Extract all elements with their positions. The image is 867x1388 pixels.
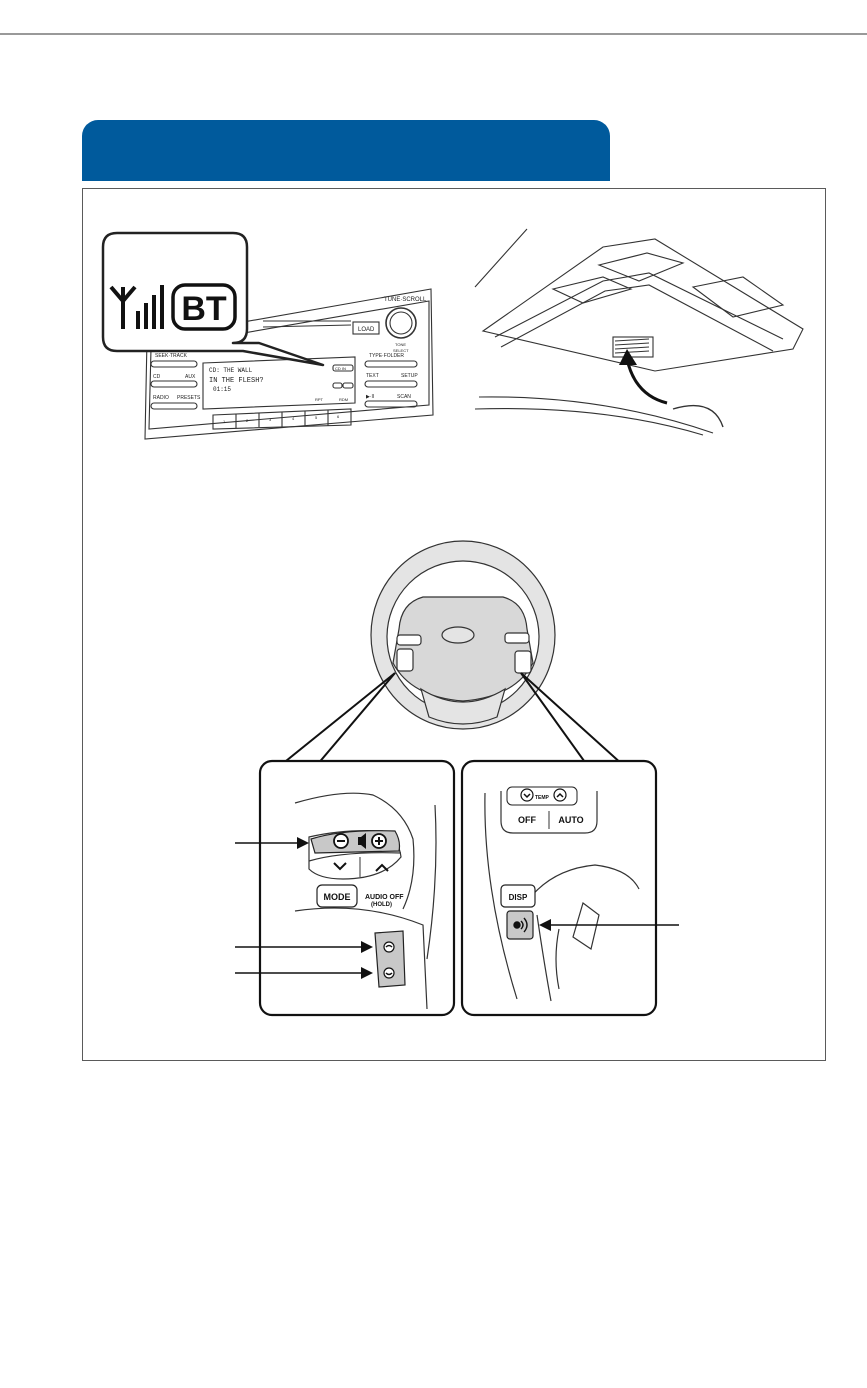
- illustration-frame: TUNE·SCROLL LOAD TONE SELECT SEEK·TRACK …: [82, 188, 826, 1061]
- display-line1: CD: THE WALL: [209, 367, 253, 374]
- display-line2: IN THE FLESH?: [209, 377, 264, 385]
- aux-button[interactable]: AUX: [185, 374, 196, 380]
- off-hook-icon[interactable]: [383, 941, 395, 953]
- temp-up-icon[interactable]: [553, 788, 567, 802]
- preset-2[interactable]: 2: [246, 418, 249, 423]
- display-rpt: RPT: [315, 397, 324, 402]
- cd-button[interactable]: CD: [153, 374, 161, 380]
- steering-wheel: [370, 540, 556, 730]
- temp-label: TEMP: [535, 795, 550, 801]
- microphone-arrowhead: [619, 349, 637, 365]
- presets-button[interactable]: PRESETS: [177, 395, 201, 401]
- voice-command-icon: [513, 917, 528, 933]
- tone-label: TONE: [395, 342, 406, 347]
- audio-off-hold-label: (HOLD): [371, 902, 392, 908]
- play-pause-button[interactable]: ▶·II: [366, 394, 374, 400]
- overhead-console-microphone: [474, 228, 804, 436]
- right-steering-switch-panel: TEMP OFF AUTO DISP: [460, 759, 658, 1017]
- bt-label: BT: [181, 290, 227, 328]
- mode-label: MODE: [324, 892, 351, 902]
- audio-off-label: AUDIO OFF: [365, 894, 404, 901]
- speaker-icon: [358, 833, 366, 849]
- volume-minus-icon[interactable]: [333, 833, 349, 849]
- preset-4[interactable]: 4: [292, 416, 295, 421]
- disp-label: DISP: [509, 893, 528, 902]
- zoom-lines: [280, 672, 624, 766]
- display-line3: 01:15: [213, 386, 231, 393]
- radio-head-unit: [144, 288, 434, 440]
- preset-3[interactable]: 3: [269, 417, 272, 422]
- left-arrowheads: [297, 837, 373, 979]
- radio-labels: TUNE·SCROLL LOAD TONE SELECT SEEK·TRACK …: [153, 297, 427, 424]
- preset-1[interactable]: 1: [223, 419, 226, 424]
- seek-track-label: SEEK·TRACK: [155, 353, 188, 359]
- display-cd-badge: CD IN: [335, 366, 346, 371]
- antenna-signal-icon: [109, 285, 164, 329]
- radio-button[interactable]: RADIO: [153, 395, 169, 401]
- preset-5[interactable]: 5: [315, 415, 318, 420]
- section-header-tab: [82, 120, 610, 181]
- display-rdm: RDM: [339, 397, 348, 402]
- microphone-grille: [614, 338, 650, 354]
- microphone-pointer-arrow: [625, 358, 668, 405]
- seek-down-icon[interactable]: [333, 862, 347, 871]
- talk-switch-group: [374, 930, 406, 988]
- volume-plus-icon[interactable]: [371, 833, 387, 849]
- select-label: SELECT: [393, 348, 409, 353]
- type-folder-label: TYPE·FOLDER: [369, 353, 404, 359]
- preset-6[interactable]: 6: [337, 414, 340, 419]
- setup-button[interactable]: SETUP: [401, 373, 418, 379]
- illustration-canvas: TUNE·SCROLL LOAD TONE SELECT SEEK·TRACK …: [101, 228, 804, 1017]
- top-rule: [0, 33, 867, 35]
- left-steering-switch-panel: MODE AUDIO OFF (HOLD): [258, 759, 456, 1017]
- text-button[interactable]: TEXT: [366, 373, 379, 379]
- seek-up-icon[interactable]: [375, 863, 389, 872]
- temp-down-icon[interactable]: [520, 788, 534, 802]
- on-hook-icon[interactable]: [383, 967, 395, 979]
- bt-badge: [171, 283, 237, 331]
- tune-scroll-label: TUNE·SCROLL: [384, 297, 427, 303]
- scan-button[interactable]: SCAN: [397, 394, 411, 400]
- right-callout-arrow: [539, 919, 679, 931]
- mode-button[interactable]: [316, 884, 358, 908]
- climate-auto-button[interactable]: AUTO: [558, 815, 583, 825]
- climate-off-button[interactable]: OFF: [518, 815, 536, 825]
- disp-button[interactable]: [500, 884, 536, 908]
- load-button[interactable]: LOAD: [358, 327, 375, 333]
- bt-callout: BT: [101, 231, 325, 367]
- left-callout-arrows: [235, 842, 369, 974]
